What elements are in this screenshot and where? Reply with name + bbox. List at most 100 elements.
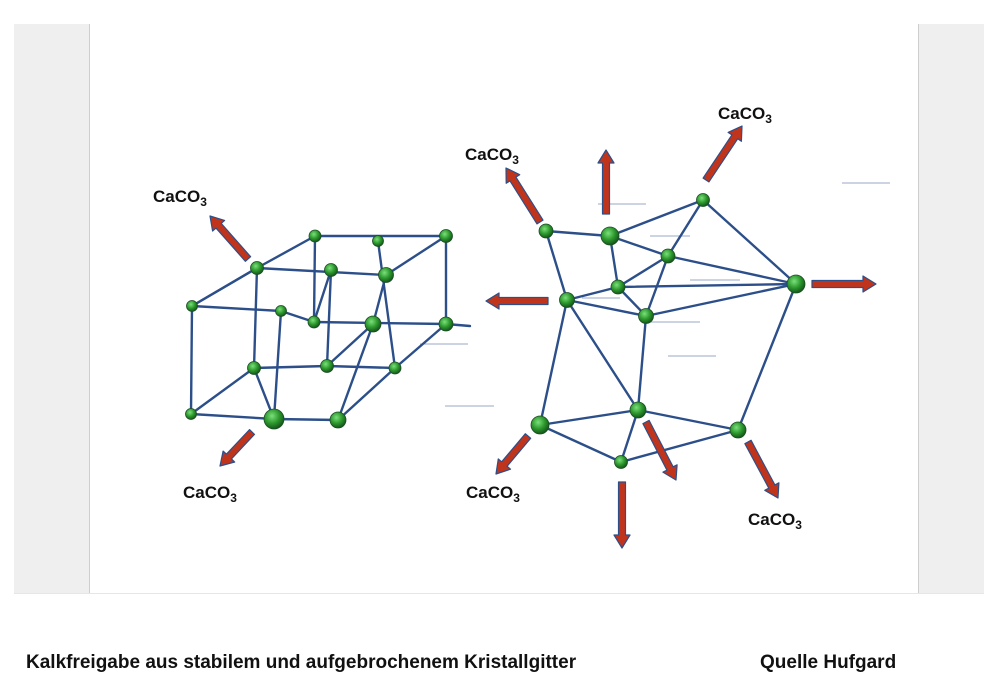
compound-subscript: 3 [513,491,520,505]
svg-text:CaCO3: CaCO3 [465,145,519,167]
lattice-node [629,401,647,419]
lattice-edge [336,366,397,422]
lattice-edge [189,304,194,416]
lattice-node [388,361,402,375]
lattice-edge [312,234,317,324]
lattice-edge [616,254,670,289]
svg-text:CaCO3: CaCO3 [153,187,207,209]
lattice-edge [538,408,640,427]
left-margin-panel [14,24,90,594]
lattice-node [729,421,747,439]
lattice-edge [255,266,388,277]
lattice-edge [701,198,798,286]
lattice-node [610,279,626,295]
caco3-label-cube-top: CaCO3 [153,187,207,209]
svg-text:CaCO3: CaCO3 [748,510,802,532]
lattice-edge [272,309,283,421]
compound-text: CaCO [183,483,230,502]
release-arrow [744,439,780,499]
lattice-edge [538,423,623,464]
lattice-node [559,292,575,308]
svg-text:CaCO3: CaCO3 [718,104,772,126]
figure-caption: Kalkfreigabe aus stabilem und aufgebroch… [26,652,577,673]
lattice-edge [736,282,798,432]
lattice-edge [636,314,648,412]
lattice-edge [325,322,375,368]
lattice-edge [376,239,397,370]
caco3-label-cube-bottom: CaCO3 [183,483,237,505]
lattice-edge [255,234,317,270]
lattice-edge [252,364,329,370]
release-arrow [597,149,615,215]
svg-text:CaCO3: CaCO3 [466,483,520,505]
lattice-edge [565,298,648,318]
lattice-edge [636,408,740,432]
compound-subscript: 3 [765,112,772,126]
lattice-edge [252,266,259,370]
release-arrow [505,167,544,225]
lattice-edge [190,266,259,308]
caco3-label-broken-bottom-left: CaCO3 [466,483,520,505]
lattice-node [250,261,264,275]
right-margin-panel [918,24,984,594]
compound-text: CaCO [748,510,795,529]
lattice-node [638,308,654,324]
lattice-edge [325,268,333,368]
compound-text: CaCO [466,483,513,502]
lattice-node [185,408,197,420]
compound-subscript: 3 [795,518,802,532]
release-arrow [702,125,743,183]
lattice-node [530,415,550,435]
lattice-edge [619,408,640,464]
broken-lattice-edges [538,198,798,464]
release-arrow [219,429,256,467]
release-arrow [485,292,549,310]
release-arrows [209,125,877,549]
lattice-edge [608,198,705,238]
compound-text: CaCO [465,145,512,164]
lattice-edge [644,282,798,318]
lattice-edge [189,412,276,421]
stable-lattice-edges [189,234,472,422]
lattice-edge [616,282,798,289]
lattice-node [307,315,321,329]
lattice-node [786,274,806,294]
svg-text:CaCO3: CaCO3 [183,483,237,505]
lattice-node [320,359,334,373]
lattice-edge [189,366,256,416]
lattice-edge [371,273,388,326]
lattice-edge [384,234,448,277]
compound-subscript: 3 [230,491,237,505]
lattice-edge [608,234,670,258]
lattice-edge [544,229,569,302]
lattice-node [538,223,554,239]
lattice-edge [666,198,705,258]
lattice-edge [393,322,448,370]
release-arrow [495,433,532,475]
lattice-node [438,316,454,332]
lattice-edge [190,304,283,313]
lattice-node [614,455,628,469]
stable-lattice-nodes [185,229,454,430]
release-arrow [209,215,252,262]
figure-source: Quelle Hufgard [760,652,897,673]
lattice-node [263,408,285,430]
compound-text: CaCO [153,187,200,206]
lattice-node [186,300,198,312]
lattice-edge [666,254,798,286]
lattice-edge [272,417,340,422]
lattice-edge [619,428,740,464]
lattice-edge [325,364,397,370]
broken-lattice-nodes [530,193,806,469]
lattice-edge [565,298,640,412]
lattice-edge [565,285,620,302]
release-arrow [642,419,678,481]
release-arrow [811,275,877,293]
lattice-node [324,263,338,277]
lattice-node [275,305,287,317]
compound-text: CaCO [718,104,765,123]
lattice-node [372,235,384,247]
slide-bottom-edge [14,593,984,594]
release-arrow [613,481,631,549]
